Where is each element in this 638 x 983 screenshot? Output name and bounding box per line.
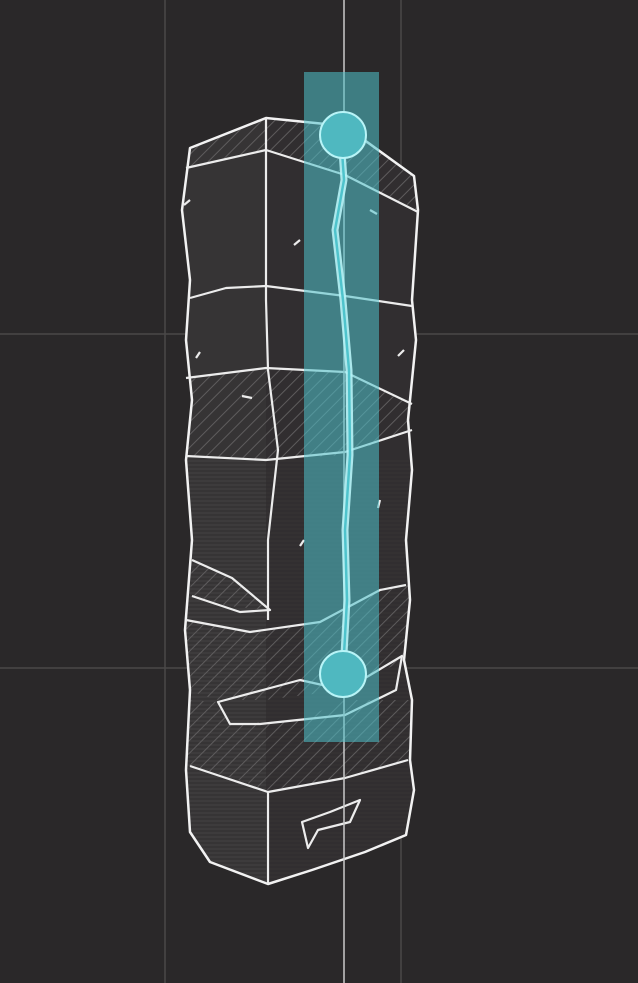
stone-pillar[interactable]	[180, 118, 420, 890]
top-handle[interactable]	[320, 112, 366, 158]
selection-bar[interactable]	[304, 72, 379, 742]
bottom-handle[interactable]	[320, 651, 366, 697]
